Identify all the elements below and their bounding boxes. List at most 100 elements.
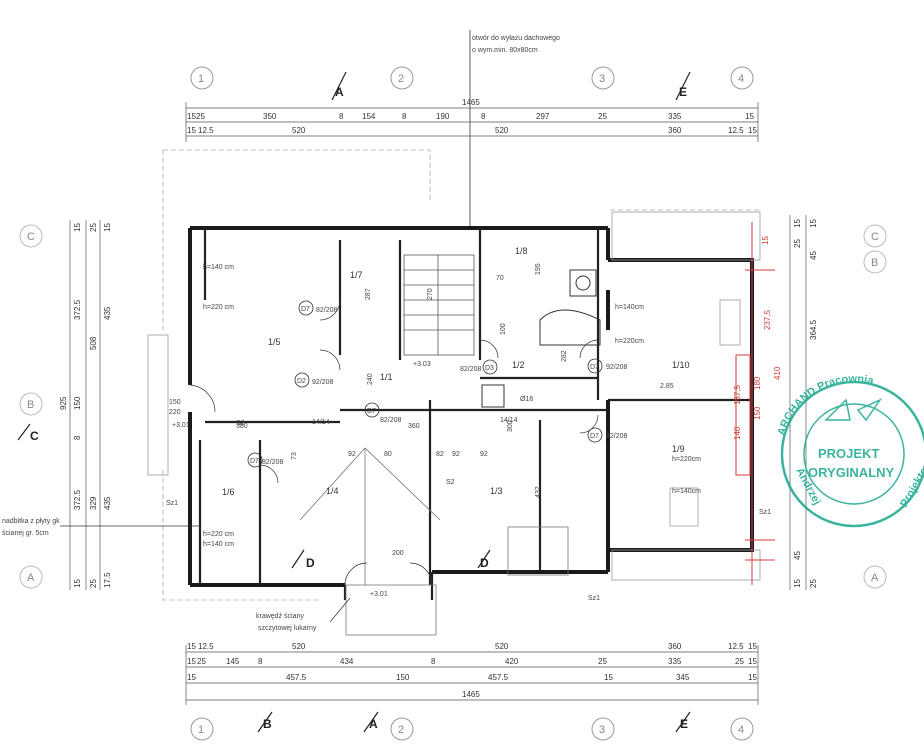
svg-text:D7: D7 (590, 364, 599, 371)
svg-text:82/208: 82/208 (606, 433, 628, 440)
svg-text:360: 360 (668, 126, 682, 135)
svg-text:300: 300 (507, 420, 514, 432)
section-mark-bottom-e: E (680, 717, 688, 731)
exterior-walls (188, 226, 754, 587)
room-1-5: 1/5 (268, 337, 281, 347)
svg-text:45: 45 (809, 251, 818, 260)
svg-text:Ø16: Ø16 (520, 396, 533, 403)
svg-text:240: 240 (367, 373, 374, 385)
top-dim-row1: 15 25 350 8 154 8 190 8 297 25 335 15 (187, 112, 754, 121)
stamp-line1: PROJEKT (818, 446, 879, 461)
axis-left-b: B (27, 399, 34, 411)
svg-text:25: 25 (89, 579, 98, 588)
svg-text:S2: S2 (446, 479, 455, 486)
room-1-10: 1/10 (672, 360, 690, 370)
bottom-dim-row1: 15 12.5 520 520 360 12.5 15 (187, 642, 757, 651)
svg-text:h=140 cm: h=140 cm (203, 541, 234, 548)
svg-text:12.5: 12.5 (728, 126, 744, 135)
axis-bottom-3: 3 (599, 724, 605, 736)
svg-text:372.5: 372.5 (73, 299, 82, 320)
svg-text:25: 25 (793, 239, 802, 248)
axis-right-a: A (871, 572, 879, 584)
svg-text:70: 70 (496, 275, 504, 282)
projekt-oryginalny-stamp: ARCHAND Pracownia Projektowa Andrzej PRO… (776, 373, 924, 528)
bottom-dim-row3: 15 457.5 150 457.5 15 345 15 (187, 673, 757, 682)
svg-text:D7: D7 (590, 433, 599, 440)
svg-text:2.85: 2.85 (660, 383, 674, 390)
svg-text:D7: D7 (301, 306, 310, 313)
axis-right-b: B (871, 257, 878, 269)
svg-text:8: 8 (258, 657, 263, 666)
svg-text:92: 92 (480, 451, 488, 458)
interior-walls (198, 228, 752, 600)
axis-top-2: 2 (398, 73, 404, 85)
svg-text:350: 350 (263, 112, 277, 121)
red-mark-3: 140 (733, 426, 742, 440)
axis-right-c: C (871, 231, 879, 243)
svg-text:360: 360 (408, 423, 420, 430)
section-mark-arrows (17, 71, 691, 733)
svg-text:457.5: 457.5 (488, 673, 509, 682)
section-mark-top-a: A (335, 85, 344, 99)
svg-text:15: 15 (103, 223, 112, 232)
svg-text:15: 15 (187, 112, 196, 121)
svg-text:15: 15 (187, 126, 196, 135)
svg-text:82/208: 82/208 (262, 459, 284, 466)
dormer-ridge-lines (299, 447, 569, 636)
svg-text:287: 287 (365, 288, 372, 300)
svg-text:92/208: 92/208 (606, 364, 628, 371)
bottom-dim-overall: 1465 (462, 690, 480, 699)
svg-text:h=220cm: h=220cm (672, 456, 701, 463)
svg-text:364.5: 364.5 (809, 319, 818, 340)
svg-text:15: 15 (73, 223, 82, 232)
svg-text:15: 15 (793, 219, 802, 228)
axis-top-1: 1 (198, 73, 204, 85)
room-1-2: 1/2 (512, 360, 525, 370)
svg-text:335: 335 (668, 112, 682, 121)
svg-text:D7: D7 (367, 408, 376, 415)
svg-text:145: 145 (226, 657, 240, 666)
svg-text:Sz1: Sz1 (759, 509, 771, 516)
svg-text:15: 15 (748, 673, 757, 682)
red-mark-4: 150 (753, 406, 762, 420)
svg-text:457.5: 457.5 (286, 673, 307, 682)
svg-text:154: 154 (362, 112, 376, 121)
room-1-8: 1/8 (515, 246, 528, 256)
svg-text:h=220cm: h=220cm (615, 338, 644, 345)
svg-text:282: 282 (561, 350, 568, 362)
axis-bottom-1: 1 (198, 724, 204, 736)
svg-text:435: 435 (103, 306, 112, 320)
svg-text:150: 150 (73, 396, 82, 410)
svg-text:520: 520 (495, 126, 509, 135)
svg-text:80: 80 (384, 451, 392, 458)
section-mark-inner-d2: D (480, 556, 489, 570)
svg-text:15: 15 (187, 657, 196, 666)
svg-text:Sz1: Sz1 (588, 595, 600, 602)
svg-text:15: 15 (73, 579, 82, 588)
left-balcony-outline (147, 334, 169, 476)
svg-text:15: 15 (187, 642, 196, 651)
axis-left-c: C (27, 231, 35, 243)
bottom-note-line2: szczytowej lukarny (258, 625, 317, 632)
svg-text:520: 520 (292, 642, 306, 651)
svg-text:Sz1: Sz1 (166, 500, 178, 507)
svg-text:15: 15 (745, 112, 754, 121)
svg-text:200: 200 (392, 550, 404, 557)
bottom-note-leader (329, 597, 351, 623)
svg-text:25: 25 (89, 223, 98, 232)
svg-text:45: 45 (793, 551, 802, 560)
axis-markers-left (19, 224, 43, 589)
left-dim-labels: 15 25 15 372.5 508 435 925 150 8 372.5 3… (59, 223, 112, 588)
svg-text:150: 150 (396, 673, 410, 682)
svg-text:335: 335 (668, 657, 682, 666)
left-note-line1: nadbitka z płyty gk (2, 518, 60, 525)
clear-height-labels: h=140 cm h=220 cm h=140cm h=220cm h=220c… (203, 264, 701, 548)
svg-text:25: 25 (196, 112, 205, 121)
svg-text:92: 92 (348, 451, 356, 458)
svg-text:12.5: 12.5 (728, 642, 744, 651)
stamp-line2: ORYGINALNY (808, 465, 895, 480)
svg-text:15: 15 (187, 673, 196, 682)
svg-text:S2: S2 (236, 420, 245, 427)
svg-text:92: 92 (452, 451, 460, 458)
svg-text:297: 297 (536, 112, 550, 121)
